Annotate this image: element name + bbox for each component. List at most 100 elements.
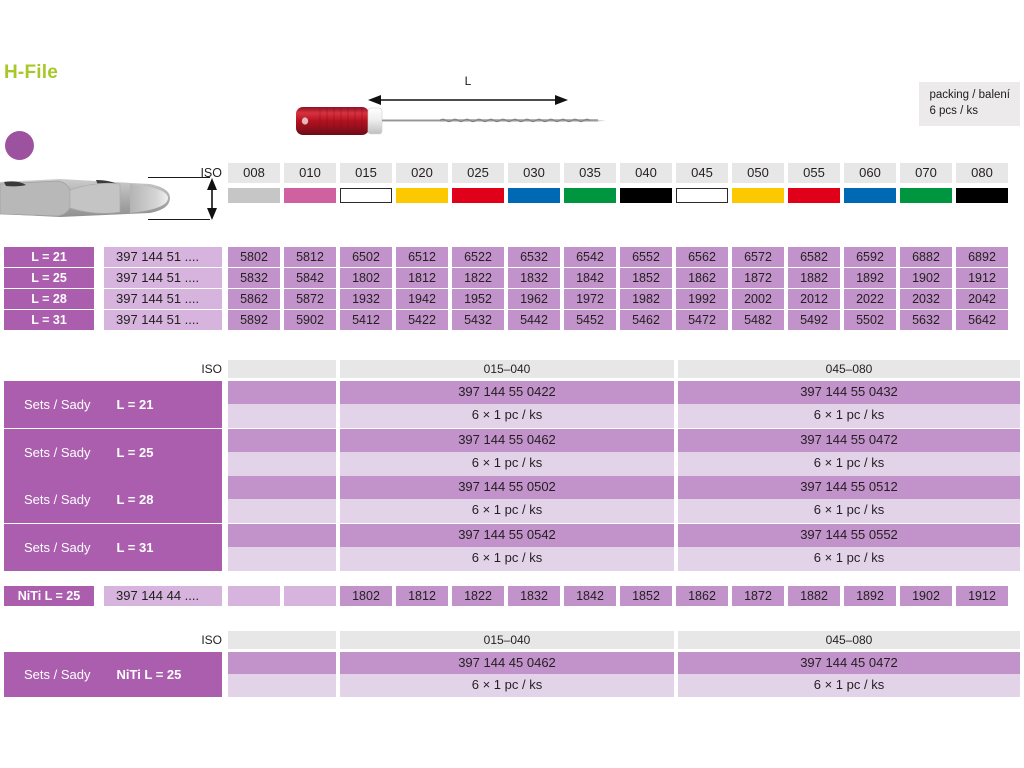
niti-cell-order-number: 1902 [900,586,952,606]
iso-size-chip: 080 [956,163,1008,183]
niti-sets-iso-range-header: 045–080 [678,631,1020,649]
table-cell-order-number: 5902 [284,310,336,330]
sets-order-code: 397 144 55 0542 [340,523,674,547]
table-cell-order-number: 6532 [508,247,560,267]
table-cell-order-number: 1912 [956,268,1008,288]
table-cell-order-number: 1942 [396,289,448,309]
table-cell-order-number: 6882 [900,247,952,267]
sets-pack-quantity: 6 × 1 pc / ks [340,451,674,476]
table-cell-order-number: 6542 [564,247,616,267]
table-cell-order-number: 2012 [788,289,840,309]
sets-label: Sets / Sady [24,492,91,507]
sets-length-label: L = 28 [116,492,154,507]
iso-size-chip: 035 [564,163,616,183]
niti-cell-empty [284,586,336,606]
iso-label: ISO [200,166,222,180]
table-row-length-header: L = 21 [4,247,94,267]
sets-blank-cell [228,381,336,404]
niti-sets-iso-range-header: 015–040 [340,631,674,649]
sets-blank-cell [228,404,336,428]
niti-cell-order-number: 1832 [508,586,560,606]
sets-label: Sets / Sady [24,397,91,412]
table-cell-order-number: 1892 [844,268,896,288]
niti-sets-blank-cell [228,652,336,674]
length-dimension-arrow: L [368,74,568,112]
iso-color-swatch [788,188,840,203]
iso-size-chip: 055 [788,163,840,183]
table-cell-order-number: 5442 [508,310,560,330]
iso-size-chip: 020 [396,163,448,183]
iso-color-swatch [676,188,728,203]
table-row-code-prefix: 397 144 51 .... [104,268,222,288]
table-cell-order-number: 6572 [732,247,784,267]
iso-color-swatch [844,188,896,203]
iso-size-chip: 070 [900,163,952,183]
table-cell-order-number: 5642 [956,310,1008,330]
table-cell-order-number: 5802 [228,247,280,267]
page-title: H-File [4,62,58,83]
table-cell-order-number: 1972 [564,289,616,309]
iso-color-swatch [508,188,560,203]
niti-cell-order-number: 1872 [732,586,784,606]
product-color-dot [5,131,34,160]
niti-code-prefix: 397 144 44 .... [104,586,222,606]
table-cell-order-number: 1802 [340,268,392,288]
sets-row-header: Sets / Sady L = 28 [4,476,222,523]
table-cell-order-number: 5892 [228,310,280,330]
niti-cell-order-number: 1892 [844,586,896,606]
packing-info-box: packing / balení 6 pcs / ks [919,82,1020,127]
sets-pack-quantity: 6 × 1 pc / ks [678,404,1020,428]
sets-pack-quantity: 6 × 1 pc / ks [340,499,674,523]
sets-order-code: 397 144 55 0432 [678,381,1020,404]
table-cell-order-number: 6522 [452,247,504,267]
table-cell-order-number: 6552 [620,247,672,267]
niti-sets-iso-label: ISO [201,633,222,647]
sets-order-code: 397 144 55 0512 [678,476,1020,499]
table-cell-order-number: 5462 [620,310,672,330]
niti-sets-order-code: 397 144 45 0462 [340,652,674,674]
niti-sets-label: Sets / Sady [24,667,91,682]
table-cell-order-number: 1812 [396,268,448,288]
table-cell-order-number: 2042 [956,289,1008,309]
table-cell-order-number: 2022 [844,289,896,309]
table-cell-order-number: 1992 [676,289,728,309]
sets-pack-quantity: 6 × 1 pc / ks [678,546,1020,571]
iso-color-swatch [620,188,672,203]
table-cell-order-number: 1932 [340,289,392,309]
table-cell-order-number: 5432 [452,310,504,330]
sets-order-code: 397 144 55 0472 [678,428,1020,452]
table-row-length-header: L = 31 [4,310,94,330]
sets-iso-range-header: 015–040 [340,360,674,378]
table-cell-order-number: 5492 [788,310,840,330]
iso-size-chip: 030 [508,163,560,183]
table-cell-order-number: 5812 [284,247,336,267]
table-cell-order-number: 5472 [676,310,728,330]
h-file-illustration [296,107,606,135]
packing-line-1: packing / balení [929,89,1010,101]
iso-color-swatch [900,188,952,203]
height-dimension-arrow [207,178,217,220]
table-cell-order-number: 1842 [564,268,616,288]
table-cell-order-number: 6592 [844,247,896,267]
table-cell-order-number: 5452 [564,310,616,330]
iso-color-swatch [956,188,1008,203]
iso-size-chip: 040 [620,163,672,183]
table-cell-order-number: 1902 [900,268,952,288]
sets-order-code: 397 144 55 0462 [340,428,674,452]
sets-iso-label: ISO [201,362,222,376]
length-dimension-label: L [464,74,472,88]
iso-size-chip: 025 [452,163,504,183]
table-cell-order-number: 1872 [732,268,784,288]
sets-blank-cell [228,428,336,452]
sets-pack-quantity: 6 × 1 pc / ks [678,499,1020,523]
niti-cell-order-number: 1882 [788,586,840,606]
sets-order-code: 397 144 55 0422 [340,381,674,404]
sets-blank-cell [228,499,336,523]
iso-size-chip: 060 [844,163,896,183]
sets-pack-quantity: 6 × 1 pc / ks [678,451,1020,476]
